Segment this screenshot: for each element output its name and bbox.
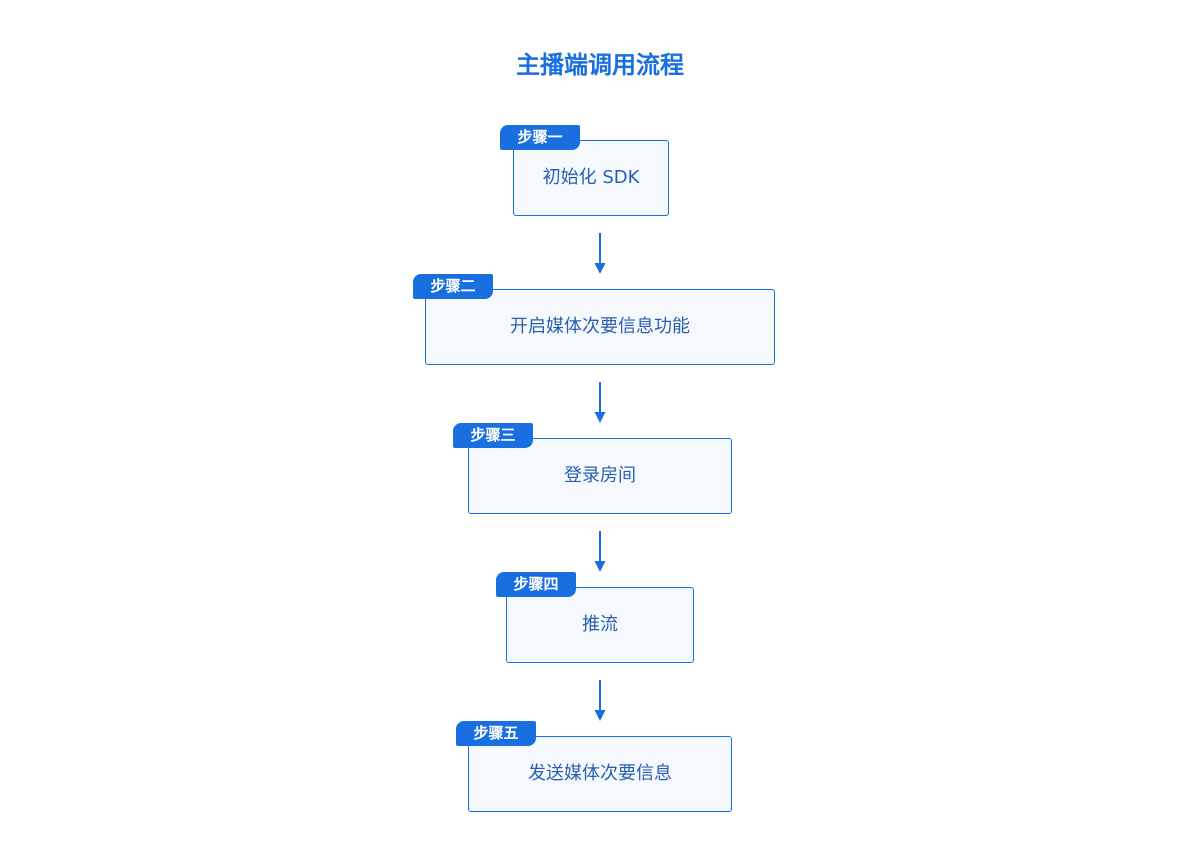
step-tag-1: 步骤一: [500, 125, 580, 150]
arrow-down-icon: [594, 531, 606, 572]
step-box-5: 发送媒体次要信息: [468, 736, 732, 812]
step-label: 推流: [582, 614, 618, 635]
step-box-3: 登录房间: [468, 438, 732, 514]
arrow-down-icon: [594, 680, 606, 721]
step-box-1: 初始化 SDK: [513, 140, 669, 216]
step-tag-5: 步骤五: [456, 721, 536, 746]
step-tag-4: 步骤四: [496, 572, 576, 597]
step-tag-2: 步骤二: [413, 274, 493, 299]
step-box-4: 推流: [506, 587, 694, 663]
step-box-2: 开启媒体次要信息功能: [425, 289, 775, 365]
step-label: 初始化 SDK: [542, 167, 640, 188]
arrow-down-icon: [594, 233, 606, 274]
arrow-down-icon: [594, 382, 606, 423]
step-tag-3: 步骤三: [453, 423, 533, 448]
diagram-title: 主播端调用流程: [516, 51, 684, 79]
step-label: 开启媒体次要信息功能: [510, 316, 690, 337]
step-label: 发送媒体次要信息: [528, 763, 672, 784]
step-label: 登录房间: [564, 465, 636, 486]
